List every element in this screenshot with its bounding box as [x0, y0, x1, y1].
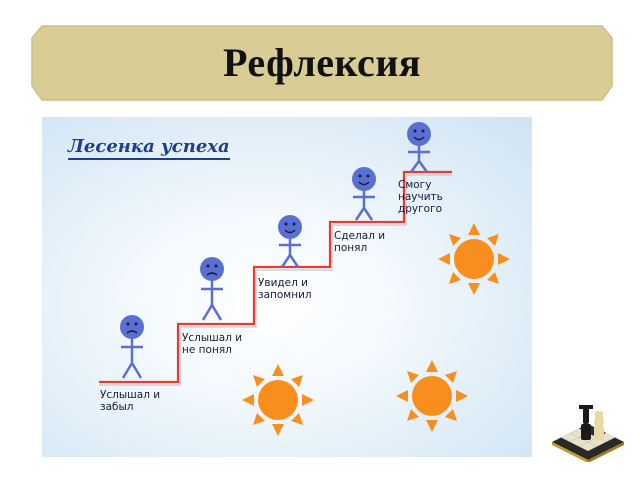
title-banner: Рефлексия [30, 24, 614, 104]
staircase-line [99, 170, 452, 384]
stick-figure-icon [200, 257, 224, 321]
stick-figure-icon [352, 167, 376, 221]
stick-figure-icon [120, 315, 144, 379]
ladder-heading: Лесенка успеха [68, 137, 230, 160]
sun-icon [438, 223, 510, 295]
step-label-2: Услышал и не понял [182, 332, 243, 356]
sun-icon [396, 360, 468, 432]
ladder-drawing [99, 122, 510, 436]
stick-figure-icon [278, 215, 302, 268]
step-label-4: Сделал и понял [334, 230, 386, 254]
stick-figure-icon [407, 122, 431, 173]
step-label-5: Смогу научить другого [398, 179, 443, 215]
step-label-3: Увидел и запомнил [258, 277, 312, 301]
banner-shape [31, 25, 613, 101]
success-ladder-image: Лесенка успеха [42, 117, 532, 457]
sun-icon [242, 364, 314, 436]
page-title: Рефлексия [222, 39, 421, 85]
step-label-1: Услышал и забыл [100, 389, 161, 413]
chess-pieces-icon [548, 402, 628, 467]
